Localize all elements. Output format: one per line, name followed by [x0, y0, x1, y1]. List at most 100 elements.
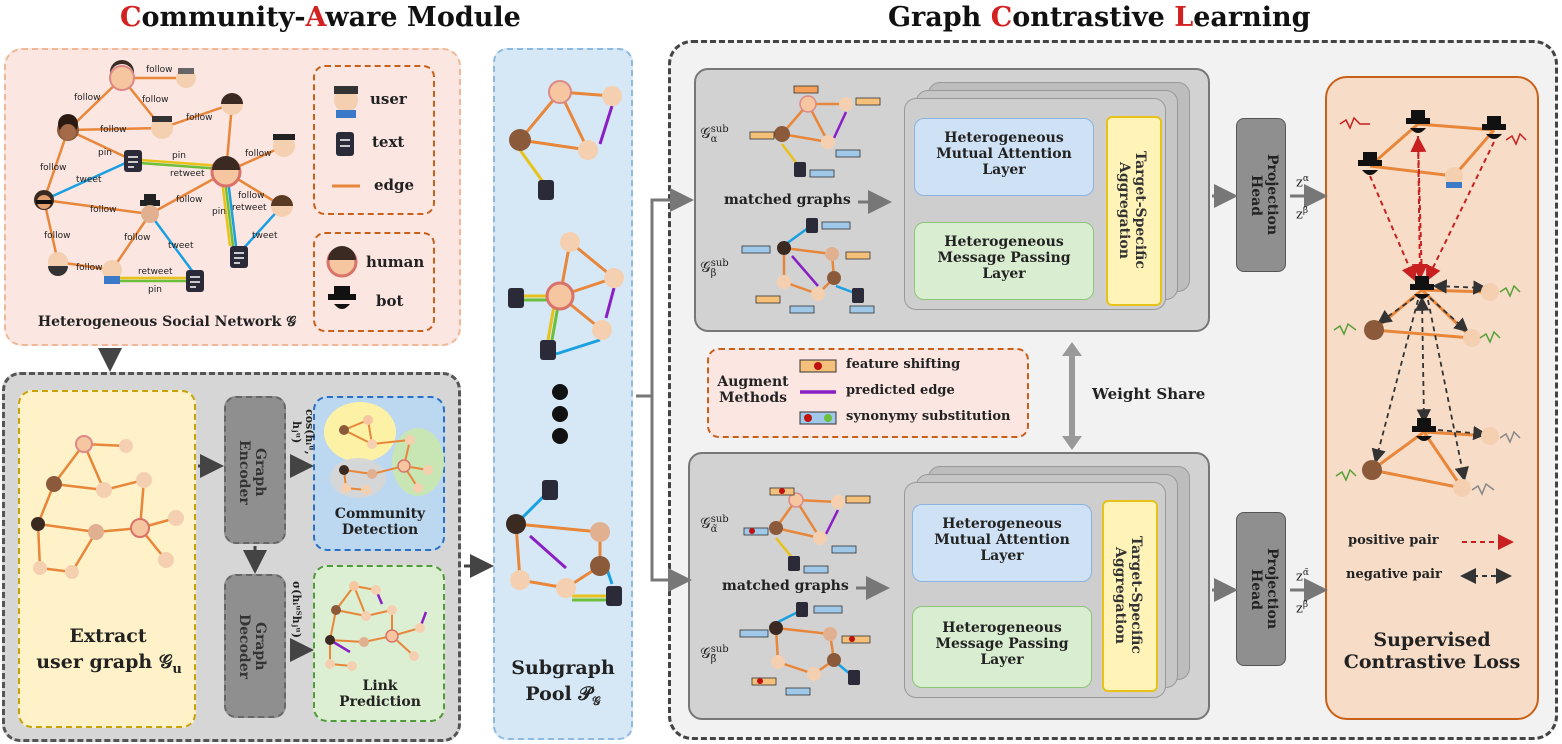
- title-part: ware Module: [325, 2, 521, 33]
- lower-alpha-subgraph: [743, 487, 871, 574]
- z-beta-tilde-label: zβ̃: [1296, 600, 1308, 617]
- bot-icon: [34, 190, 54, 210]
- title-letter-c: C: [990, 2, 1013, 33]
- graph-encoder-box: [224, 396, 286, 544]
- edge-label: pin: [148, 285, 162, 295]
- g-beta-tilde-label: 𝒢subβ̃: [700, 644, 729, 666]
- lower-tsa-box[interactable]: [1102, 500, 1158, 692]
- legend-text-label: text: [372, 133, 405, 151]
- edge-label: follow: [245, 149, 272, 159]
- edge-label: follow: [142, 95, 169, 105]
- feature-shifting-label: feature shifting: [846, 357, 961, 372]
- human-user-icon: [1364, 320, 1384, 340]
- community-blobs: [324, 402, 444, 498]
- hetero-nodes: [34, 60, 295, 292]
- edge-label: pin: [212, 207, 226, 217]
- z-superscript: α: [1302, 174, 1309, 184]
- upper-projection-head[interactable]: [1236, 118, 1286, 272]
- g-alpha-sub-label: 𝒢subα: [700, 124, 729, 146]
- hetero-network-caption: Heterogeneous Social Network 𝒢: [37, 314, 297, 330]
- augment-methods-title: Augment Methods: [717, 374, 789, 407]
- pool-title-subscript: 𝒢: [592, 693, 601, 708]
- legend-edge-label: edge: [374, 176, 415, 194]
- human-user-icon: [48, 252, 68, 276]
- edge-label: follow: [124, 233, 151, 243]
- edge: [110, 213, 152, 271]
- lower-hmal-box[interactable]: [912, 504, 1092, 582]
- title-part: ommunity-: [141, 2, 306, 33]
- legend-label-panel: [313, 232, 435, 332]
- bot-icon: [1358, 152, 1382, 175]
- edge-label: retweet: [232, 203, 267, 213]
- user-graph: [36, 442, 177, 574]
- edge-label: tweet: [76, 175, 102, 185]
- positive-pair-label: positive pair: [1348, 533, 1439, 548]
- z-superscript: β̃: [1302, 600, 1309, 610]
- hetero-edge-labels: follow follow follow follow follow pin p…: [40, 65, 278, 295]
- z-symbol: z: [1296, 601, 1303, 617]
- upper-hmal-box[interactable]: [914, 118, 1094, 196]
- link-prediction-label: Link Prediction: [339, 678, 421, 711]
- pin-edge: [220, 179, 232, 247]
- title-part: earning: [1193, 2, 1311, 33]
- user-graph-text: user graph 𝒢: [36, 651, 173, 673]
- lower-hmal-label: Heterogeneous Mutual Attention Layer: [934, 516, 1070, 565]
- g-subscript: α: [710, 134, 718, 145]
- link-graph: [329, 585, 421, 667]
- tweet-edge: [43, 158, 133, 202]
- upper-tsa-box[interactable]: [1106, 116, 1162, 306]
- g-symbol: 𝒢: [700, 644, 711, 662]
- human-user-icon: [1362, 460, 1382, 480]
- graph-decoder-box: [224, 574, 286, 718]
- graph-decoder-label: Graph Decoder: [236, 613, 268, 679]
- community-nodes: [339, 415, 433, 495]
- z-superscript: α̃: [1302, 568, 1309, 578]
- upper-tsa-label: Target-Specific Aggregation: [1116, 151, 1148, 269]
- user-graph-subscript: u: [172, 661, 182, 677]
- legend-human-label: human: [366, 253, 425, 271]
- bot-icon: [1412, 418, 1436, 441]
- edge: [42, 129, 70, 201]
- title-letter-a: A: [305, 2, 326, 33]
- g-subscript: α̃: [710, 524, 718, 535]
- g-alpha-tilde-label: 𝒢subα̃: [700, 514, 729, 536]
- legend-user-panel: [313, 65, 435, 215]
- supervised-contrastive-loss-title: Supervised Contrastive Loss: [1343, 629, 1521, 673]
- edge-label: tweet: [168, 241, 194, 251]
- user-legend-icon: [334, 86, 358, 118]
- edge-label: follow: [238, 191, 265, 201]
- edge: [161, 102, 233, 130]
- lower-tsa-label: Target-Specific Aggregation: [1112, 536, 1144, 654]
- human-user-icon: [273, 134, 295, 157]
- text-doc-icon: [186, 270, 204, 292]
- edge-label: follow: [74, 93, 101, 103]
- upper-hmpl-label: Heterogeneous Message Passing Layer: [937, 234, 1071, 283]
- bot-legend-icon: [328, 286, 356, 309]
- pool-ellipsis: [552, 384, 568, 444]
- z-superscript: β: [1302, 206, 1309, 216]
- upper-hmpl-box[interactable]: [914, 222, 1094, 300]
- upper-alpha-subgraph: [749, 85, 881, 178]
- text-legend-icon: [336, 132, 354, 156]
- human-legend-icon: [326, 246, 358, 278]
- edge-label: follow: [44, 231, 71, 241]
- edge-label: tweet: [252, 231, 278, 241]
- edge: [43, 198, 151, 216]
- bot-icon: [1410, 276, 1434, 299]
- lower-hmpl-box[interactable]: [912, 606, 1092, 688]
- weight-share-label: Weight Share: [1092, 385, 1206, 403]
- title-part: Graph: [888, 2, 991, 33]
- community-detection-label: Community Detection: [334, 506, 426, 539]
- human-user-icon: [102, 260, 122, 284]
- signal-squiggles: [1333, 116, 1527, 496]
- human-user-icon: [1463, 329, 1481, 347]
- loss-nodes: [1358, 110, 1506, 497]
- g-symbol: 𝒢: [700, 514, 711, 532]
- human-user-icon: [1481, 283, 1499, 301]
- user-graph-nodes: [31, 435, 184, 579]
- sigma-score-label: σ(hᵢᵘᵀhⱼᵘ): [290, 581, 303, 639]
- g-superscript: sub: [710, 124, 729, 135]
- tweet-edge: [148, 213, 198, 277]
- graph-encoder-label: Graph Encoder: [236, 439, 268, 505]
